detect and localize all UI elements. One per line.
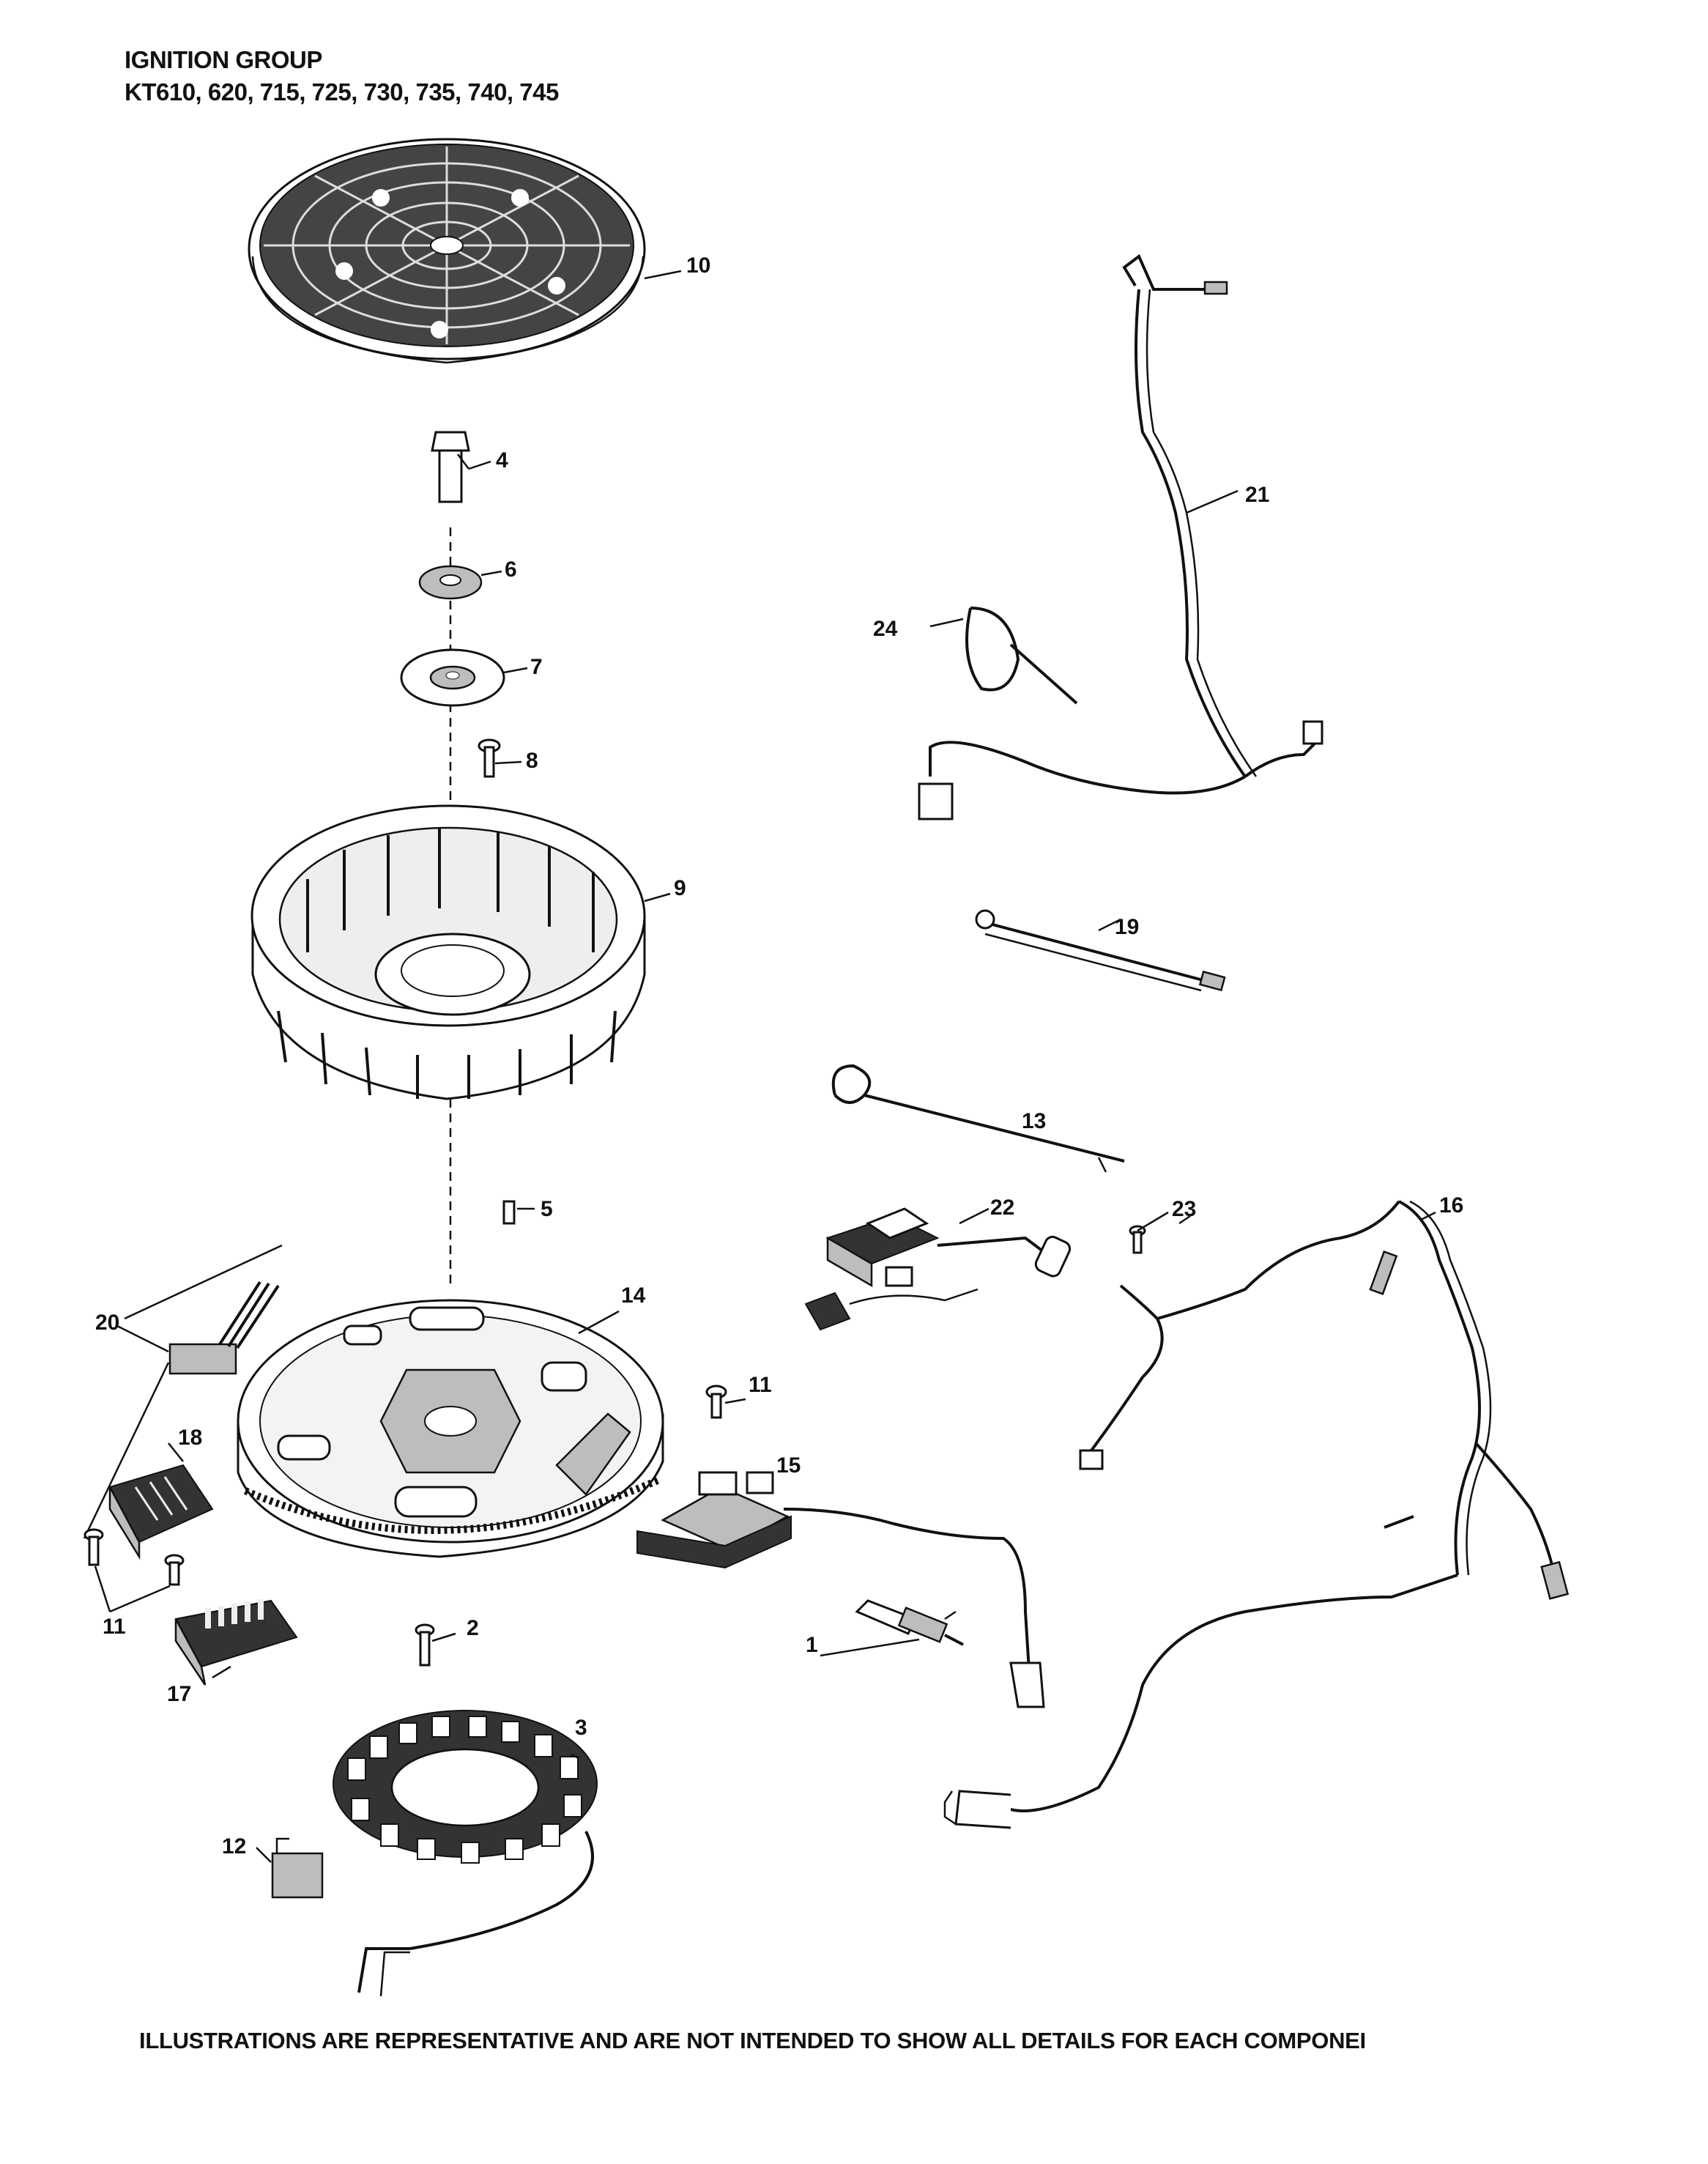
part-8-screw [478,738,501,778]
part-7-fan-retainer [400,648,505,707]
callout-16: 16 [1439,1193,1463,1218]
callout-2: 2 [467,1616,479,1640]
disclaimer-footer: ILLUSTRATIONS ARE REPRESENTATIVE AND ARE… [139,2028,1366,2053]
callout-23: 23 [1172,1197,1196,1221]
callout-22: 22 [990,1196,1014,1220]
part-5-key-pin [502,1200,516,1225]
part-18-rectifier-regulator [108,1464,214,1560]
callout-14: 14 [621,1283,646,1308]
part-11-screws-lower [83,1528,185,1613]
part-24-cable-tie [965,607,1078,705]
part-6-washer [418,565,483,600]
part-16-main-harness [943,1200,1570,1829]
callout-15: 15 [776,1453,801,1478]
callout-7: 7 [530,655,543,679]
callout-11-lower: 11 [103,1615,126,1639]
callout-3: 3 [575,1716,587,1740]
callout-labels: 1 2 3 4 5 6 7 8 9 10 11 11 12 13 14 15 1… [95,253,1463,1859]
part-13-ground-lead [831,1064,1125,1163]
part-19-lead-wire [975,909,1226,992]
part-22-ignition-coil [804,1207,1072,1331]
callout-4: 4 [496,448,508,473]
callout-5: 5 [541,1197,553,1221]
part-15-ignition-module [636,1471,1045,1708]
part-10-debris-screen [248,138,646,364]
callout-1: 1 [806,1633,818,1657]
callout-20: 20 [95,1311,119,1335]
callout-8: 8 [526,749,538,773]
callout-10: 10 [686,253,710,278]
callout-21: 21 [1245,483,1269,507]
part-17-heat-sink [174,1599,298,1686]
callout-13: 13 [1022,1109,1046,1133]
model-list: KT610, 620, 715, 725, 730, 735, 740, 745 [125,78,559,105]
callout-9: 9 [674,876,686,900]
part-21-wiring-harness [918,253,1323,820]
part-3-stator [333,1710,598,1997]
part-2-screw [415,1623,435,1667]
part-12-plate [271,1837,324,1899]
part-4-flywheel-bolt [431,431,470,503]
part-20-connector-kit [83,1244,283,1539]
part-9-cooling-fan [250,804,646,1100]
callout-6: 6 [505,557,517,582]
title-block: IGNITION GROUP KT610, 620, 715, 725, 730… [125,44,559,108]
part-1-spark-plug [855,1599,964,1646]
part-14-flywheel [237,1299,664,1558]
page-title: IGNITION GROUP [125,46,322,73]
callout-24: 24 [873,617,898,641]
callout-11-upper: 11 [749,1373,772,1397]
callout-19: 19 [1115,915,1139,939]
part-11-screw-upper [705,1385,727,1419]
callout-18: 18 [178,1426,202,1450]
callout-leaders [116,270,1436,1863]
callout-12: 12 [222,1834,246,1859]
callout-17: 17 [167,1682,191,1706]
